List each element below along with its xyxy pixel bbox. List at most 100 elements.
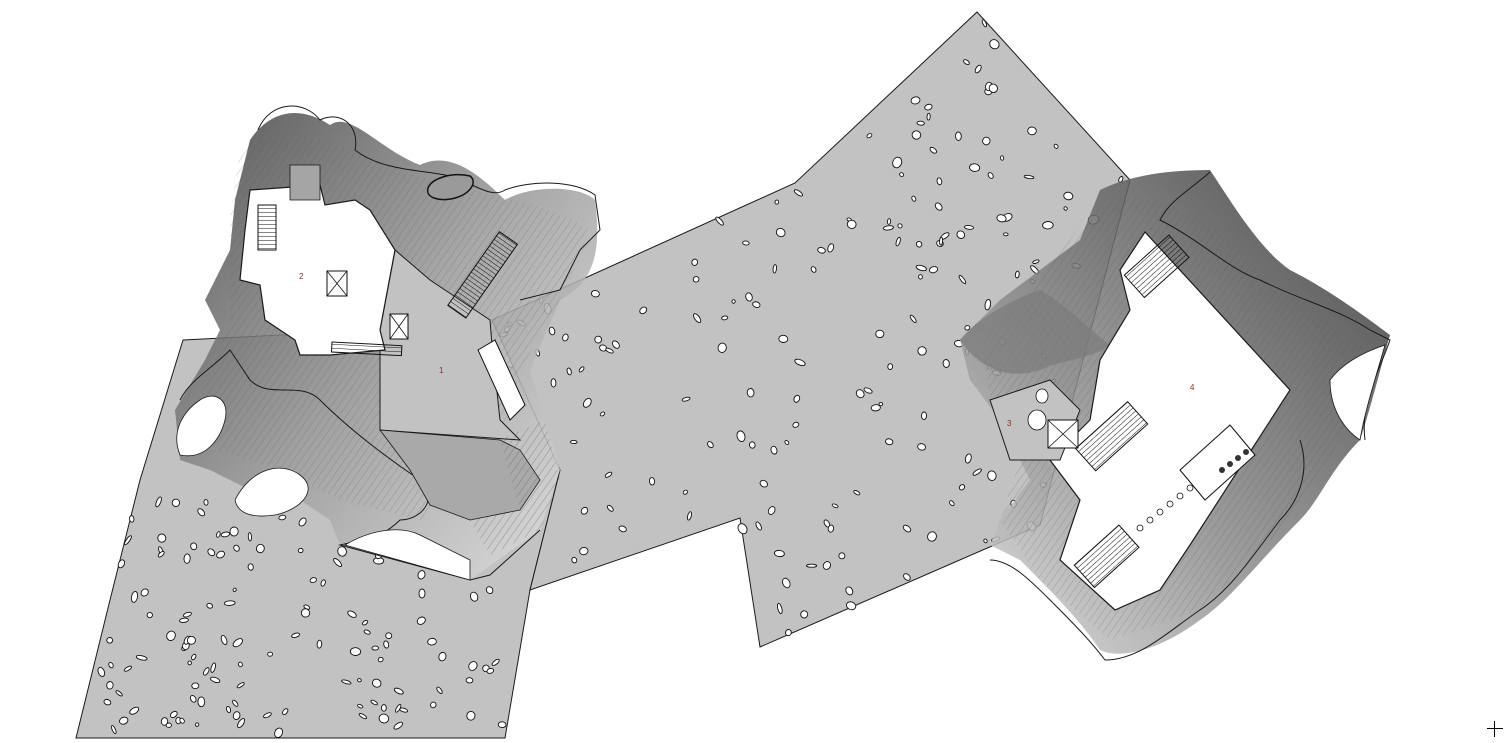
paving-stone: [903, 573, 911, 581]
paving-stone: [297, 547, 304, 554]
paving-stone: [755, 521, 762, 531]
paving-stone: [106, 637, 114, 644]
paving-stone: [160, 717, 169, 726]
round-table: [1027, 409, 1047, 431]
paving-stone: [792, 421, 800, 428]
paving-stone: [182, 611, 192, 618]
paving-stone: [784, 440, 790, 445]
paving-stone: [108, 661, 114, 669]
paving-stone: [146, 612, 153, 619]
paving-stone: [550, 378, 557, 388]
paving-stone: [831, 503, 839, 509]
paving-stone: [207, 548, 216, 557]
paving-stone: [247, 563, 254, 571]
paving-stone: [430, 701, 437, 709]
paving-stone: [942, 359, 950, 368]
paving-stone: [578, 366, 585, 373]
paving-stone: [210, 676, 221, 684]
paving-stone: [203, 667, 210, 676]
paving-stone: [220, 634, 228, 646]
paving-stone: [918, 274, 923, 280]
paving-stone: [393, 687, 404, 695]
paving-stone: [363, 629, 371, 635]
paving-stone: [853, 489, 861, 496]
paving-stone: [770, 445, 778, 455]
paving-stone: [417, 570, 426, 580]
stair-left-b: [330, 341, 403, 357]
paving-stone: [123, 665, 132, 672]
paving-stone: [921, 411, 927, 421]
paving-stone: [752, 301, 761, 308]
paving-stone: [969, 163, 981, 172]
left-terrain-clearing-2: [234, 467, 309, 517]
paving-stone: [179, 617, 189, 623]
paving-stone: [972, 468, 982, 476]
paving-stone: [845, 586, 854, 596]
paving-stone: [759, 479, 768, 488]
paving-stone: [97, 666, 106, 677]
paving-stone: [1003, 232, 1009, 237]
paving-stone: [191, 682, 200, 690]
paving-stone: [955, 131, 962, 141]
paving-stone: [936, 177, 943, 186]
paving-stone: [130, 591, 139, 603]
paving-stones: [97, 19, 1124, 738]
paving-stone: [599, 411, 606, 417]
left-terrain-pond: [426, 174, 474, 201]
paving-stone: [707, 441, 714, 449]
paving-stone: [845, 601, 857, 611]
paving-stone: [157, 533, 167, 543]
paving-stone: [964, 453, 972, 464]
paving-stone: [570, 439, 578, 445]
paving-stone: [491, 658, 500, 666]
paving-stone: [590, 290, 600, 298]
paving-stone: [928, 266, 939, 274]
paving-stone: [469, 591, 479, 602]
paving-stone: [169, 710, 178, 719]
paving-stone: [717, 342, 727, 353]
left-building: 2 1: [239, 164, 560, 555]
paving-stone: [909, 314, 917, 324]
paving-stone: [773, 549, 785, 558]
paving-stone: [466, 710, 476, 721]
paving-stone: [119, 716, 129, 725]
paving-stone: [827, 243, 835, 253]
left-terrain-clearing: [176, 395, 227, 457]
paving-stone: [794, 358, 806, 367]
paving-stone: [465, 677, 474, 684]
paving-stone: [385, 632, 393, 640]
paving-stone: [983, 538, 988, 544]
paving-stone: [381, 704, 387, 712]
paving-stone: [958, 484, 966, 491]
paving-stone: [371, 678, 382, 688]
paving-stone: [436, 686, 443, 694]
paving-stone: [220, 531, 231, 538]
paving-stone: [604, 471, 613, 478]
paving-stone: [870, 404, 881, 412]
paving-stone: [956, 230, 966, 239]
paving-stone: [566, 367, 572, 376]
paving-stone: [776, 602, 783, 615]
paving-stone: [806, 563, 818, 568]
paving-stone: [395, 703, 402, 713]
paving-stone: [774, 199, 780, 205]
paving-stone: [186, 635, 196, 645]
paving-stone: [191, 653, 197, 661]
paving-stone: [232, 638, 243, 648]
paving-stone: [203, 499, 209, 506]
paving-stone: [282, 708, 289, 715]
paving-stone: [357, 703, 364, 709]
paving-stone: [915, 240, 923, 248]
paving-stone: [939, 236, 944, 246]
paving-stone: [362, 619, 369, 626]
paving-stone: [899, 172, 905, 178]
paving-stone: [800, 610, 809, 619]
paving-stone: [1000, 155, 1005, 161]
paving-stone: [197, 508, 206, 517]
paving-stone: [693, 313, 702, 323]
paving-stone: [911, 195, 917, 202]
paving-stone: [135, 654, 148, 661]
paving-stone: [486, 667, 495, 674]
paving-stone: [793, 394, 801, 403]
paving-stone: [111, 725, 117, 735]
